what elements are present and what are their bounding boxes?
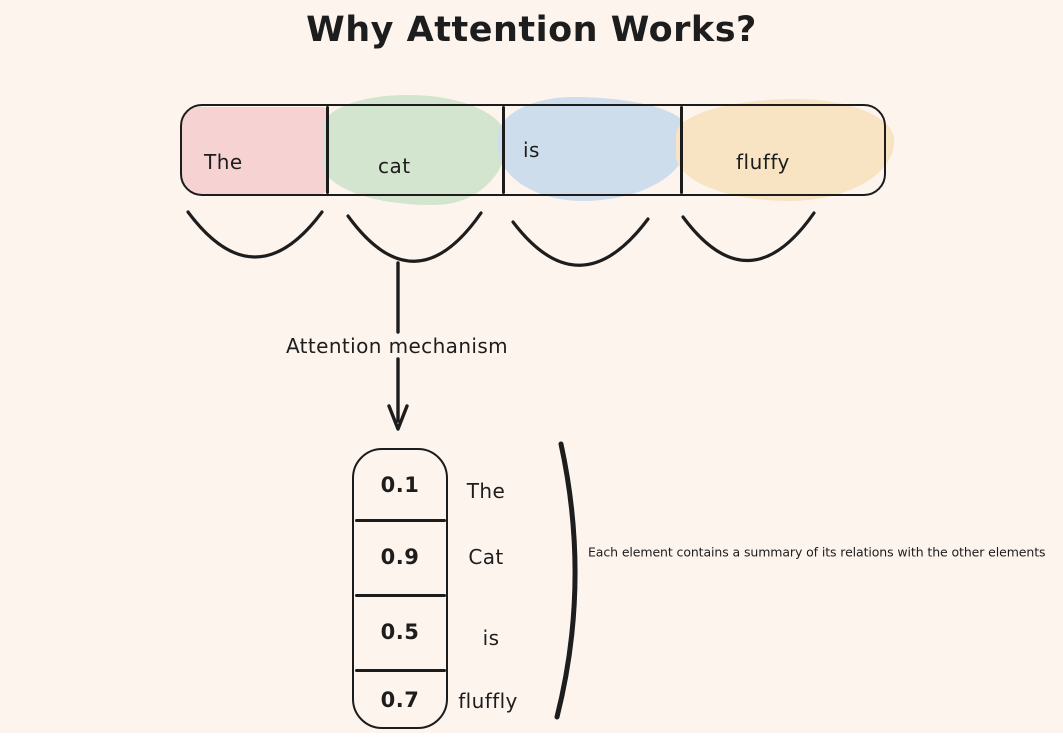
vector-word-fluffy: fluffly — [458, 689, 518, 713]
vector-value-is: 0.5 — [380, 620, 420, 644]
token-divider — [680, 106, 683, 194]
token-divider — [502, 106, 505, 194]
summary-annotation: Each element contains a summary of its r… — [588, 544, 1046, 560]
vector-word-the: The — [466, 479, 506, 503]
token-label-the: The — [204, 150, 243, 174]
attention-mechanism-label: Attention mechanism — [285, 334, 509, 358]
token-highlight-is — [498, 97, 686, 201]
attention-arrow-head — [387, 404, 409, 431]
vector-word-is: is — [482, 626, 500, 650]
underline-curve-is — [511, 217, 650, 267]
bottom-edge-strip — [0, 733, 1063, 740]
vector-cell-divider — [355, 594, 446, 597]
token-highlight-fluffy — [676, 99, 894, 201]
token-label-fluffy: fluffy — [736, 150, 790, 174]
underline-curve-fluffy — [681, 211, 816, 263]
vector-value-the: 0.1 — [380, 473, 420, 497]
vector-value-fluffy: 0.7 — [380, 688, 420, 712]
token-label-is: is — [523, 138, 540, 162]
underline-curve-the — [186, 210, 324, 259]
vector-value-cat: 0.9 — [380, 545, 420, 569]
token-highlight-cat — [323, 95, 507, 205]
underline-curve-cat — [346, 211, 483, 263]
token-divider — [326, 106, 329, 194]
token-label-cat: cat — [378, 154, 411, 178]
vector-cell-divider — [355, 669, 446, 672]
token-highlight-the — [182, 107, 328, 195]
vector-word-cat: Cat — [468, 545, 504, 569]
sentence-token-row: The cat is fluffy — [180, 95, 894, 205]
page-title: Why Attention Works? — [306, 10, 757, 50]
token-row-outline — [180, 104, 886, 196]
summary-brace-curve — [554, 441, 578, 720]
attention-vector-box: 0.1 0.9 0.5 0.7 — [352, 448, 448, 729]
vector-cell-divider — [355, 519, 446, 522]
